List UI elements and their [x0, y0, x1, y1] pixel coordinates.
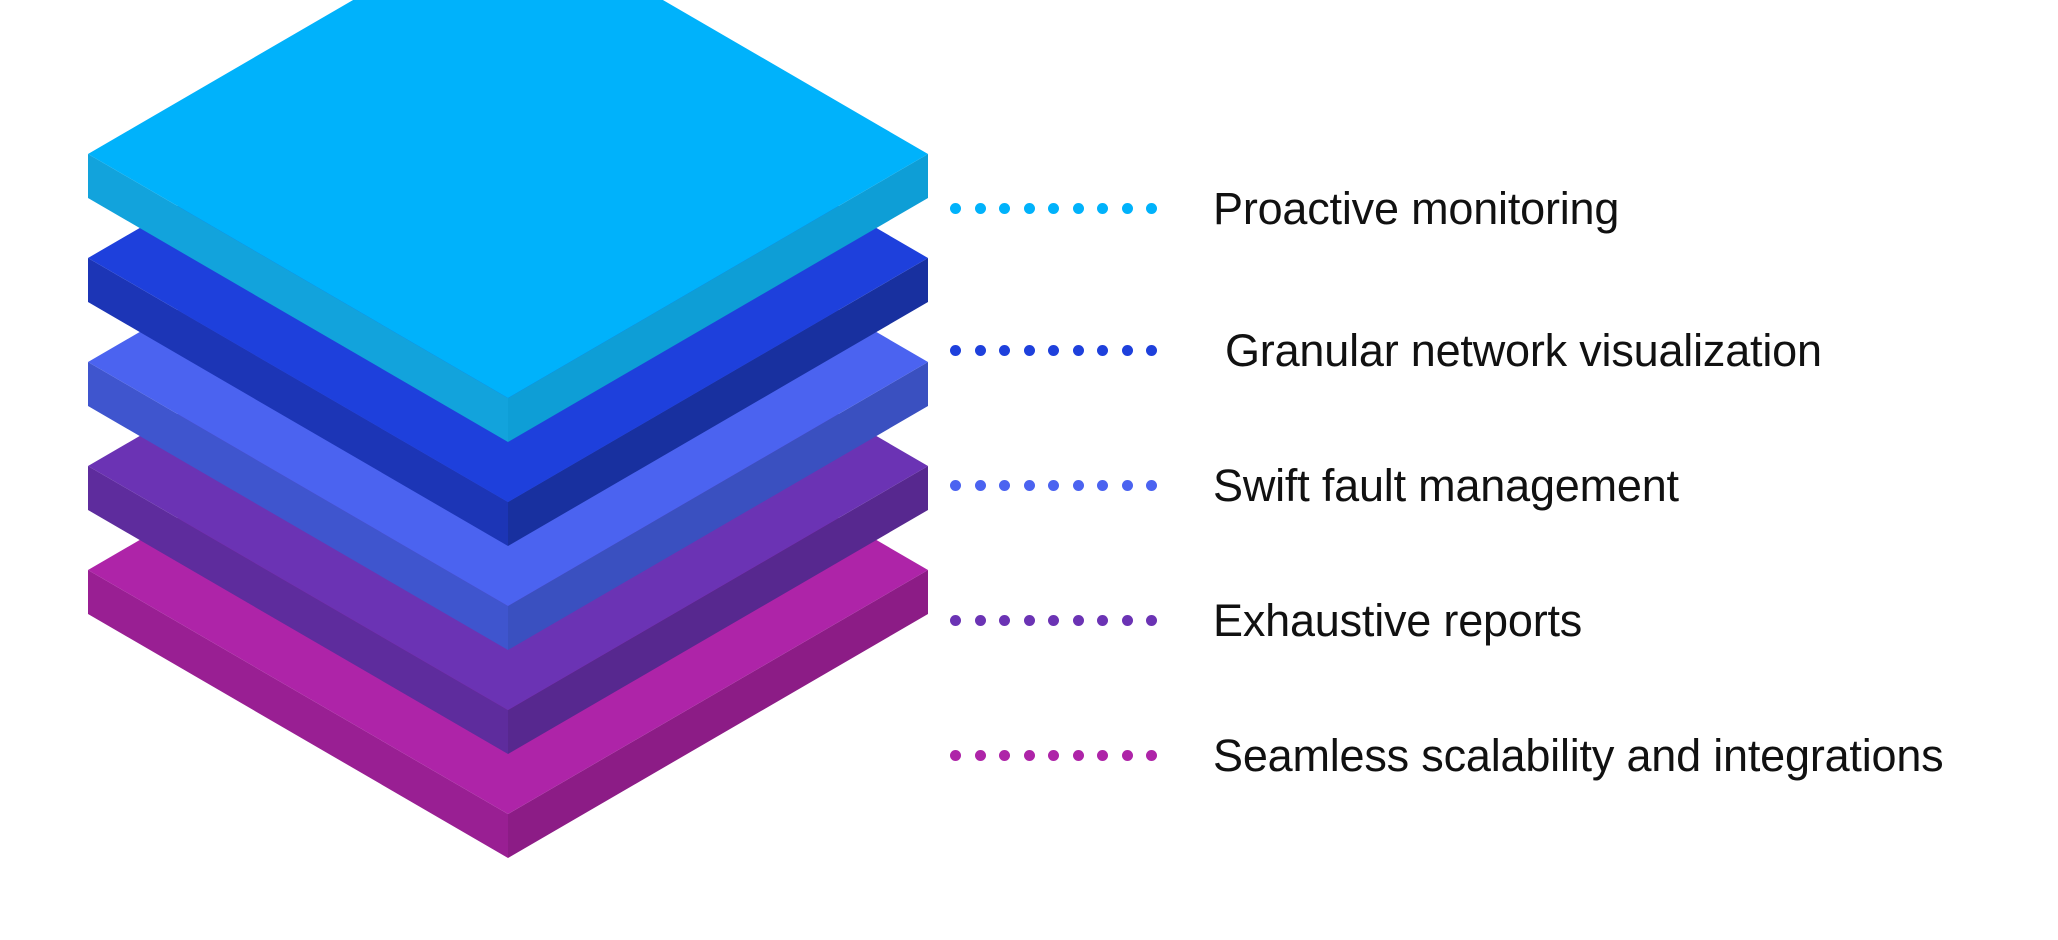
connector-dot-icon — [950, 202, 961, 214]
connector-dot-icon — [1097, 479, 1108, 491]
stack-layer-5-side-left — [88, 570, 508, 858]
layer-label-text-2: Granular network visualization — [1225, 324, 1822, 376]
stack-layer-1[interactable] — [88, 0, 928, 442]
connector-dot-icon — [999, 614, 1010, 626]
stack-layer-4-side-left — [88, 466, 508, 754]
stack-layer-3-side-left — [88, 362, 508, 650]
connector-dot-icon — [1121, 614, 1133, 626]
connector-dot-icon — [1072, 344, 1084, 356]
stack-layer-1-top — [88, 0, 928, 398]
layer-label-row-1[interactable]: Proactive monitoring — [950, 178, 1619, 238]
layer-label-row-3[interactable]: Swift fault management — [950, 455, 1679, 515]
connector-dot-icon — [1072, 614, 1084, 626]
connector-dot-icon — [1146, 202, 1157, 214]
layer-label-row-4[interactable]: Exhaustive reports — [950, 590, 1582, 650]
connector-dots-4 — [950, 614, 1157, 626]
stack-layer-5-side-right — [508, 570, 928, 858]
connector-dot-icon — [1072, 479, 1084, 491]
layer-label-text-4: Exhaustive reports — [1213, 594, 1583, 646]
connector-dot-icon — [999, 749, 1010, 761]
connector-dot-icon — [974, 202, 986, 214]
connector-dot-icon — [999, 479, 1010, 491]
connector-dots-5 — [950, 749, 1157, 761]
connector-dot-icon — [974, 614, 986, 626]
connector-dots-1 — [950, 202, 1157, 214]
stack-layer-2-side-left — [88, 258, 508, 546]
connector-dot-icon — [1097, 614, 1108, 626]
connector-dot-icon — [999, 202, 1010, 214]
connector-dot-icon — [1146, 479, 1157, 491]
connector-dot-icon — [1023, 749, 1035, 761]
connector-dot-icon — [950, 479, 961, 491]
connector-dot-icon — [1048, 614, 1059, 626]
layer-label-text-3: Swift fault management — [1213, 459, 1679, 511]
connector-dot-icon — [999, 344, 1010, 356]
layer-label-row-2[interactable]: Granular network visualization — [950, 320, 1822, 380]
connector-dot-icon — [1121, 749, 1133, 761]
stack-layer-4-side-right — [508, 466, 928, 754]
layer-label-text-1: Proactive monitoring — [1213, 182, 1620, 234]
connector-dot-icon — [1072, 202, 1084, 214]
layer-label-row-5[interactable]: Seamless scalability and integrations — [950, 725, 1944, 785]
connector-dot-icon — [1146, 344, 1157, 356]
connector-dot-icon — [1121, 202, 1133, 214]
connector-dot-icon — [1048, 344, 1059, 356]
connector-dot-icon — [1072, 749, 1084, 761]
connector-dot-icon — [950, 344, 961, 356]
connector-dot-icon — [1121, 344, 1133, 356]
connector-dot-icon — [1097, 344, 1108, 356]
connector-dot-icon — [1048, 202, 1059, 214]
connector-dot-icon — [1146, 749, 1157, 761]
connector-dot-icon — [1023, 202, 1035, 214]
connector-dot-icon — [1097, 749, 1108, 761]
layer-label-text-5: Seamless scalability and integrations — [1213, 729, 1944, 781]
connector-dot-icon — [1023, 614, 1035, 626]
connector-dot-icon — [1048, 749, 1059, 761]
connector-dot-icon — [1023, 479, 1035, 491]
connector-dots-3 — [950, 479, 1157, 491]
connector-dot-icon — [1048, 479, 1059, 491]
connector-dot-icon — [950, 614, 961, 626]
connector-dot-icon — [1023, 344, 1035, 356]
connector-dot-icon — [974, 749, 986, 761]
connector-dot-icon — [1146, 614, 1157, 626]
stack-layer-1-side-left — [88, 154, 508, 442]
connector-dot-icon — [1097, 202, 1108, 214]
stack-layer-3-side-right — [508, 362, 928, 650]
stack-layer-2-side-right — [508, 258, 928, 546]
connector-dot-icon — [974, 344, 986, 356]
connector-dot-icon — [950, 749, 961, 761]
connector-dots-2 — [950, 344, 1157, 356]
connector-dot-icon — [1121, 479, 1133, 491]
stack-layer-1-side-right — [508, 154, 928, 442]
connector-dot-icon — [974, 479, 986, 491]
